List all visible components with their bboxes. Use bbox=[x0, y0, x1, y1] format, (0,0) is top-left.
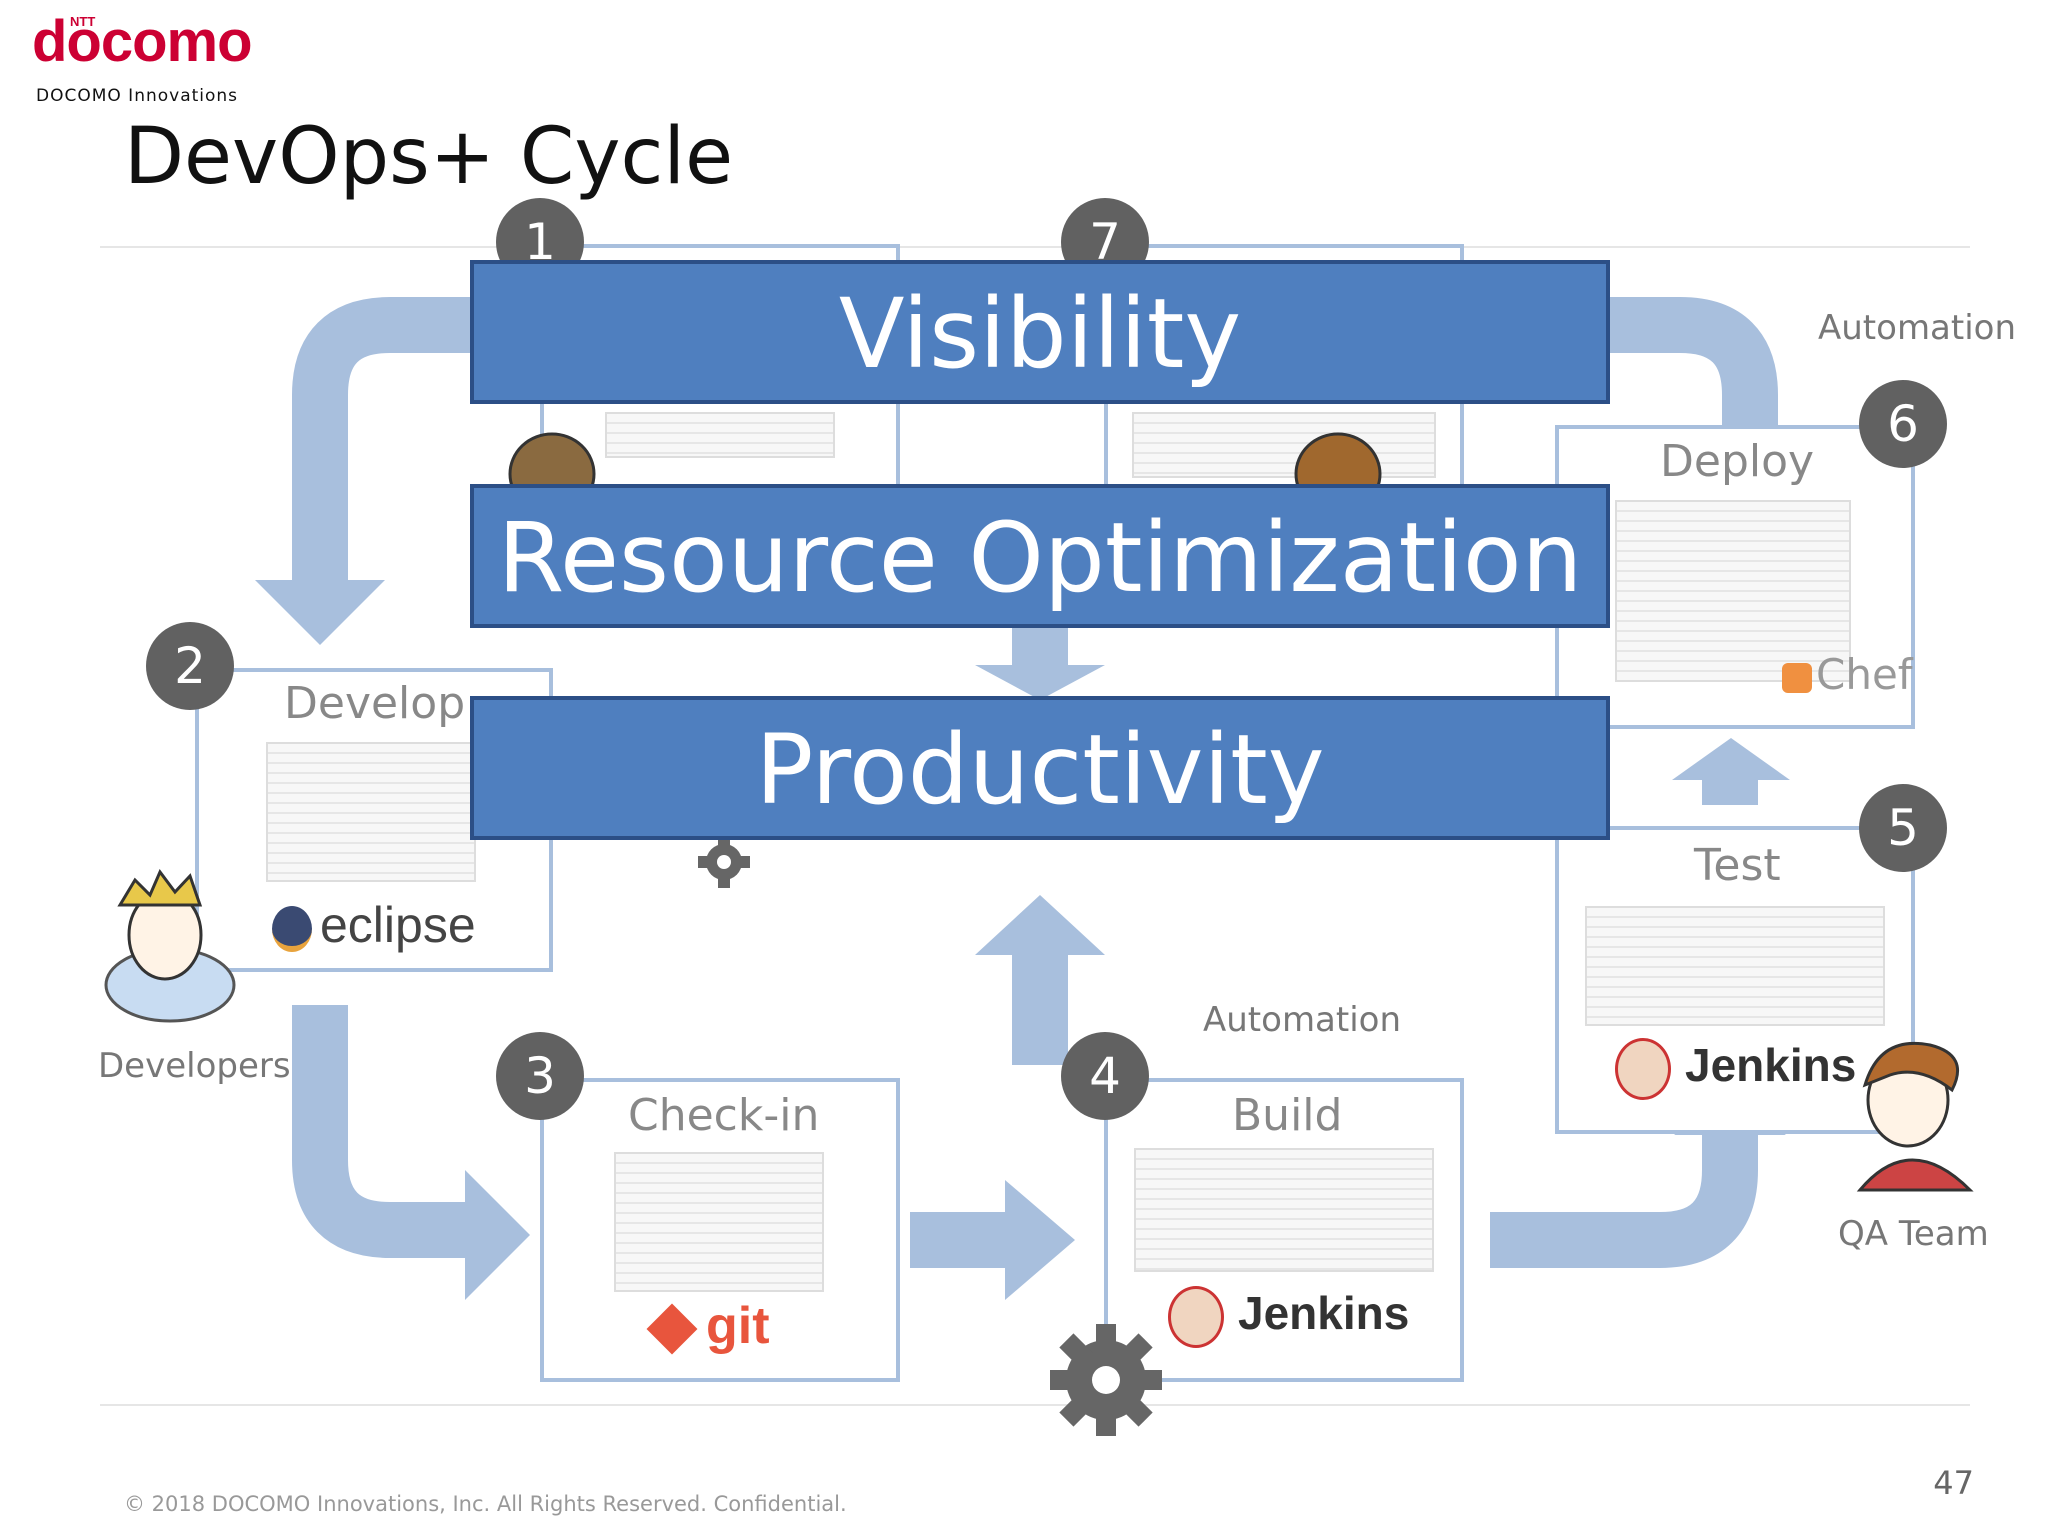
develop-title: Develop bbox=[284, 678, 466, 729]
eclipse-icon bbox=[272, 905, 312, 952]
slide-title: DevOps+ Cycle bbox=[124, 112, 734, 202]
visibility-banner: Visibility bbox=[470, 260, 1610, 404]
deploy-title: Deploy bbox=[1660, 436, 1815, 487]
top-divider bbox=[100, 246, 1970, 248]
qa-team-label: QA Team bbox=[1838, 1214, 1989, 1254]
step-2-badge: 2 bbox=[146, 622, 234, 710]
resource-optimization-banner: Resource Optimization bbox=[470, 484, 1610, 628]
arrowhead-build bbox=[1005, 1180, 1075, 1300]
step-6-badge: 6 bbox=[1859, 380, 1947, 468]
copyright-footer: © 2018 DOCOMO Innovations, Inc. All Righ… bbox=[124, 1492, 847, 1516]
test-jenkins-logo: Jenkins bbox=[1615, 1038, 1856, 1100]
jenkins-icon bbox=[1615, 1038, 1671, 1100]
step-3-badge: 3 bbox=[496, 1032, 584, 1120]
test-screenshot bbox=[1585, 906, 1885, 1026]
arrowhead-checkin bbox=[465, 1170, 530, 1300]
build-screenshot bbox=[1134, 1148, 1434, 1272]
developer-avatar bbox=[104, 869, 236, 1023]
automation-label-bottom: Automation bbox=[1203, 1000, 1402, 1040]
docomo-logo: docomo bbox=[32, 9, 253, 74]
build-title: Build bbox=[1232, 1090, 1343, 1141]
chef-icon bbox=[1782, 662, 1812, 693]
git-label: git bbox=[706, 1297, 770, 1355]
arrowhead-center-down bbox=[975, 665, 1105, 700]
test-title: Test bbox=[1694, 840, 1781, 891]
arrow-build-to-test bbox=[1490, 1130, 1758, 1268]
page-number: 47 bbox=[1933, 1464, 1974, 1502]
step7-screenshot bbox=[1132, 412, 1436, 478]
arrowhead-center-up bbox=[975, 895, 1105, 955]
build-jenkins-logo: Jenkins bbox=[1168, 1286, 1409, 1348]
jenkins-icon bbox=[1168, 1286, 1224, 1348]
arrowhead-develop bbox=[255, 580, 385, 645]
ntt-logo-text: NTT bbox=[70, 14, 96, 29]
step-5-badge: 5 bbox=[1859, 784, 1947, 872]
arrow-to-deploy bbox=[1600, 297, 1778, 440]
logo-subtitle: DOCOMO Innovations bbox=[36, 86, 239, 106]
step1-screenshot bbox=[605, 412, 835, 458]
eclipse-logo: eclipse bbox=[272, 896, 476, 954]
automation-label-top: Automation bbox=[1818, 308, 2017, 348]
checkin-title: Check-in bbox=[628, 1090, 820, 1141]
bottom-divider bbox=[100, 1404, 1970, 1406]
chef-logo: Chef bbox=[1782, 650, 1913, 699]
gear-icon bbox=[1050, 1324, 1162, 1436]
develop-screenshot bbox=[266, 742, 476, 882]
arrow-to-develop bbox=[292, 297, 480, 590]
developers-label: Developers bbox=[98, 1046, 291, 1086]
arrowhead-test-up bbox=[1672, 738, 1790, 780]
arrow-develop-to-checkin bbox=[292, 1005, 470, 1258]
eclipse-label: eclipse bbox=[320, 897, 476, 953]
checkin-screenshot bbox=[614, 1152, 824, 1292]
chef-label: Chef bbox=[1816, 650, 1913, 699]
productivity-banner: Productivity bbox=[470, 696, 1610, 840]
gear-icon bbox=[698, 836, 750, 888]
qa-avatar bbox=[1856, 1041, 1974, 1192]
test-jenkins-label: Jenkins bbox=[1685, 1039, 1857, 1092]
deploy-screenshot bbox=[1615, 500, 1851, 682]
step-4-badge: 4 bbox=[1061, 1032, 1149, 1120]
git-logo: git bbox=[646, 1296, 770, 1356]
build-jenkins-label: Jenkins bbox=[1238, 1287, 1410, 1340]
